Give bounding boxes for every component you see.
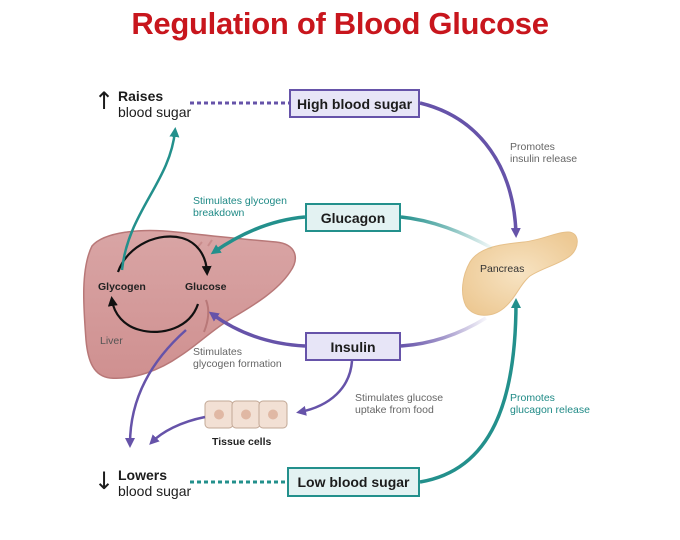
stimulates-uptake-line2: uptake from food bbox=[355, 404, 434, 416]
lowers-title: Lowers bbox=[118, 467, 168, 483]
raises-label: Raises blood sugar bbox=[118, 88, 191, 120]
stimulates-breakdown-line2: breakdown bbox=[193, 207, 245, 219]
stimulates-formation-line2: glycogen formation bbox=[193, 358, 282, 370]
pancreas-shape bbox=[462, 231, 578, 316]
raises-subtitle: blood sugar bbox=[118, 104, 192, 120]
promotes-insulin-line1: Promotes bbox=[510, 141, 555, 153]
stimulates-breakdown-line1: Stimulates glycogen bbox=[193, 195, 287, 207]
liver-label: Liver bbox=[100, 335, 123, 347]
glycogen-label: Glycogen bbox=[98, 281, 146, 293]
arrow-high-to-pancreas bbox=[419, 101, 521, 238]
liver-shape bbox=[83, 229, 296, 379]
up-arrow-icon: ↑ bbox=[94, 87, 115, 115]
stimulates-formation-line1: Stimulates bbox=[193, 346, 243, 358]
arrow-tissue-to-lowers bbox=[149, 415, 206, 445]
promotes-glucagon-line2: glucagon release bbox=[510, 404, 590, 416]
stimulates-formation-label: Stimulates glycogen formation bbox=[193, 346, 282, 370]
line-pancreas-to-insulin bbox=[400, 316, 487, 348]
pancreas-illustration bbox=[462, 231, 578, 316]
pancreas-label: Pancreas bbox=[480, 263, 525, 275]
insulin-box: Insulin bbox=[305, 332, 401, 361]
promotes-glucagon-line1: Promotes bbox=[510, 392, 555, 404]
high-blood-sugar-box: High blood sugar bbox=[289, 89, 420, 118]
tissue-cells-label: Tissue cells bbox=[212, 436, 272, 448]
promotes-glucagon-label: Promotes glucagon release bbox=[510, 392, 590, 416]
stimulates-breakdown-label: Stimulates glycogen breakdown bbox=[193, 195, 287, 219]
down-arrow-icon: ↓ bbox=[94, 467, 115, 495]
tissue-cells-illustration bbox=[204, 400, 288, 429]
arrow-glucagon-to-liver bbox=[210, 215, 306, 255]
line-pancreas-to-glucagon bbox=[400, 215, 493, 250]
low-blood-sugar-box: Low blood sugar bbox=[287, 467, 420, 497]
arrow-low-to-pancreas bbox=[419, 298, 521, 484]
stimulates-uptake-label: Stimulates glucose uptake from food bbox=[355, 392, 443, 416]
page-title: Regulation of Blood Glucose bbox=[131, 6, 549, 41]
lowers-label: Lowers blood sugar bbox=[118, 467, 191, 499]
cycle-arrow-top bbox=[116, 235, 212, 276]
lowers-subtitle: blood sugar bbox=[118, 483, 192, 499]
promotes-insulin-line2: insulin release bbox=[510, 153, 578, 165]
promotes-insulin-label: Promotes insulin release bbox=[510, 141, 577, 165]
arrow-liver-to-raises bbox=[120, 127, 180, 271]
arrow-insulin-to-tissue bbox=[296, 360, 354, 416]
liver-illustration bbox=[83, 229, 296, 379]
glucagon-box: Glucagon bbox=[305, 203, 401, 232]
raises-title: Raises bbox=[118, 88, 164, 104]
arrow-insulin-to-liver bbox=[208, 311, 306, 348]
glucose-label: Glucose bbox=[185, 281, 227, 293]
arrow-liver-to-lowers bbox=[125, 329, 187, 448]
cycle-arrow-bottom bbox=[107, 296, 200, 334]
stimulates-uptake-line1: Stimulates glucose bbox=[355, 392, 444, 404]
